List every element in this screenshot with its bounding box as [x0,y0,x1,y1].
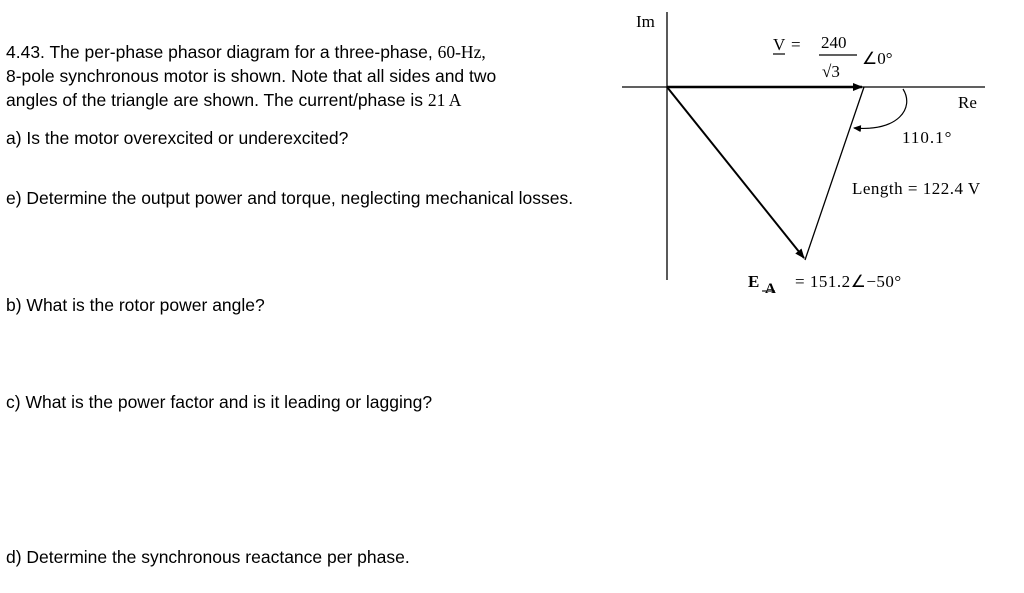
phasor-diagram: Im Re V = 240 √3 ∠0° 110.1° Length = 122… [622,12,985,297]
problem-line1-a: 4.43. The per-phase phasor diagram for a… [6,42,438,62]
problem-statement: 4.43. The per-phase phasor diagram for a… [6,40,496,112]
v-denominator: √3 [822,62,840,81]
problem-line3-a: angles of the triangle are shown. The cu… [6,90,428,110]
length-label: Length = 122.4 V [852,179,981,198]
ea-label: E [748,272,759,291]
question-a: a) Is the motor overexcited or underexci… [6,128,349,148]
question-b: b) What is the rotor power angle? [6,295,265,315]
im-axis-label: Im [636,12,655,31]
ea-value: = 151.2∠−50° [795,272,902,291]
v-label: V [773,35,786,54]
v-equals: = [791,35,801,54]
question-d: d) Determine the synchronous reactance p… [6,547,410,567]
angle-label: 110.1° [902,128,952,147]
ea-subscript: A [765,281,776,297]
reactance-drop-side [804,86,865,261]
problem-current: 21 A [427,90,462,110]
problem-frequency: 60-Hz, [437,42,486,62]
ea-phasor-arrow [666,86,805,259]
question-c: c) What is the power factor and is it le… [6,392,433,412]
angle-arc [853,88,908,133]
question-e: e) Determine the output power and torque… [6,188,574,208]
problem-line2: 8-pole synchronous motor is shown. Note … [6,66,497,86]
v-numerator: 240 [821,33,847,52]
re-axis-label: Re [958,93,977,112]
v-angle: ∠0° [862,49,893,68]
